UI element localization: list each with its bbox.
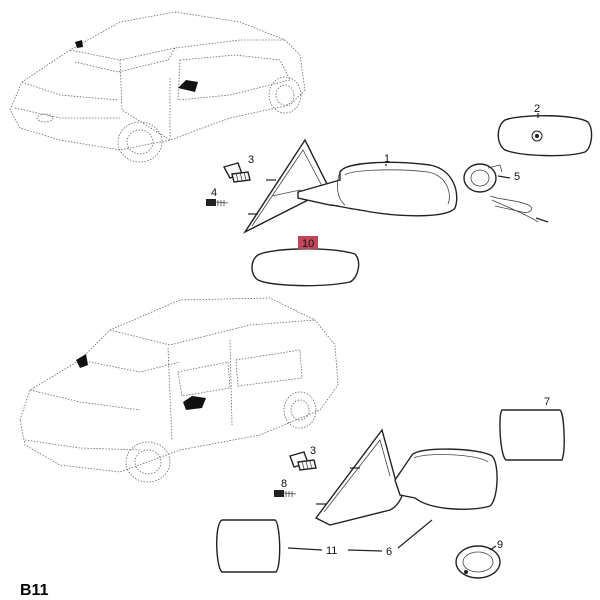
mirror-glass-7 bbox=[499, 409, 565, 461]
van-car-illustration bbox=[19, 297, 339, 483]
part-label-7: 7 bbox=[544, 396, 550, 408]
section-code: B11 bbox=[20, 582, 49, 599]
screw-4 bbox=[206, 199, 229, 206]
hatchback-car-illustration bbox=[9, 11, 306, 163]
pins-6 bbox=[316, 467, 360, 505]
mirror-base-6 bbox=[314, 428, 404, 526]
pins-1 bbox=[248, 179, 276, 215]
part-label-6: 6 bbox=[386, 546, 392, 558]
part-label-2: 2 bbox=[534, 103, 540, 115]
mirror-glass-2 bbox=[497, 115, 593, 157]
part-label-10: 10 bbox=[302, 238, 314, 250]
mirror-glass-10 bbox=[251, 248, 360, 287]
screw-3-bottom bbox=[289, 451, 317, 471]
part-label-1: 1 bbox=[384, 153, 390, 165]
mirror-housing-1 bbox=[297, 161, 458, 217]
part-label-5: 5 bbox=[514, 171, 520, 183]
mirror-housing-6 bbox=[394, 448, 498, 510]
screw-3-top bbox=[222, 162, 251, 183]
screw-8 bbox=[274, 490, 297, 497]
part-label-3-bottom: 3 bbox=[310, 445, 316, 457]
part-label-4: 4 bbox=[211, 187, 217, 199]
cover-9 bbox=[455, 545, 501, 579]
part-label-3: 3 bbox=[248, 154, 254, 166]
motor-5 bbox=[463, 163, 549, 223]
highlight-badge-10 bbox=[298, 236, 318, 249]
mirror-glass-11 bbox=[216, 519, 281, 573]
part-label-11: 11 bbox=[326, 545, 337, 557]
part-label-8: 8 bbox=[281, 478, 287, 490]
part-label-9: 9 bbox=[497, 539, 503, 551]
